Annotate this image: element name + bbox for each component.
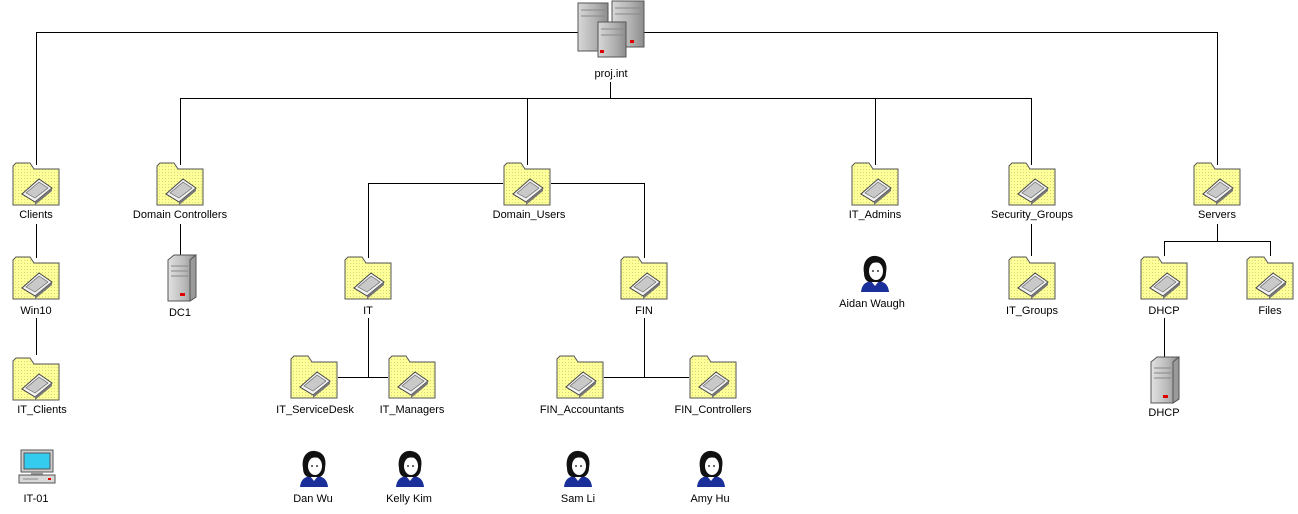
it-groups-ou-label: IT_Groups	[1006, 305, 1058, 317]
security-groups-ou-label: Security_Groups	[991, 209, 1073, 221]
fin-controllers-ou-folder-icon	[689, 353, 737, 404]
sam-li-user-label: Sam Li	[560, 493, 596, 505]
security-groups-ou-folder-icon	[1008, 160, 1056, 211]
it-managers-ou-folder-icon	[388, 353, 436, 404]
amy-hu-user-label: Amy Hu	[690, 493, 730, 505]
it-ou-folder-icon	[344, 254, 392, 305]
files-ou-folder-icon	[1246, 254, 1294, 305]
it-servicedesk-ou-label: IT_ServiceDesk	[276, 404, 354, 416]
it-ou-label: IT	[363, 305, 373, 317]
fin-ou-label: FIN	[635, 305, 653, 317]
it01-computer-label: IT-01	[23, 493, 49, 505]
dan-wu-user-label: Dan Wu	[293, 493, 333, 505]
dc1-server-icon	[162, 253, 200, 307]
dhcp-ou-label: DHCP	[1148, 305, 1180, 317]
it-admins-ou-folder-icon	[851, 160, 899, 211]
kelly-kim-user-label: Kelly Kim	[386, 493, 432, 505]
it-clients-ou-folder-icon	[12, 355, 60, 406]
domain-controllers-ou-folder-icon	[156, 160, 204, 211]
servers-ou-label: Servers	[1198, 209, 1236, 221]
fin-controllers-ou-label: FIN_Controllers	[674, 404, 752, 416]
win10-ou-label: Win10	[20, 305, 52, 317]
it-servicedesk-ou-folder-icon	[290, 353, 338, 404]
dhcp-server-label: DHCP	[1148, 407, 1180, 419]
fin-ou-folder-icon	[620, 254, 668, 305]
dc1-server-label: DC1	[168, 307, 192, 319]
it-managers-ou-label: IT_Managers	[379, 404, 445, 416]
it-admins-ou-label: IT_Admins	[848, 209, 902, 221]
domain-controllers-ou-label: Domain Controllers	[132, 209, 228, 221]
dhcp-server-icon	[1145, 355, 1183, 409]
root-domain-label: proj.int	[594, 68, 628, 80]
dan-wu-user-icon	[296, 448, 332, 493]
aidan-waugh-user-label: Aidan Waugh	[839, 298, 905, 310]
domain-users-ou-folder-icon	[503, 160, 551, 211]
aidan-waugh-user-icon	[857, 253, 893, 298]
it-clients-ou-label: IT_Clients	[17, 404, 67, 416]
win10-ou-folder-icon	[12, 254, 60, 305]
dhcp-ou-folder-icon	[1140, 254, 1188, 305]
root-domain-servers-icon	[574, 0, 648, 58]
amy-hu-user-icon	[693, 448, 729, 493]
kelly-kim-user-icon	[392, 448, 428, 493]
fin-accountants-ou-folder-icon	[556, 353, 604, 404]
fin-accountants-ou-label: FIN_Accountants	[539, 404, 625, 416]
files-ou-label: Files	[1258, 305, 1282, 317]
workstation-computer-icon	[18, 449, 56, 490]
clients-ou-label: Clients	[19, 209, 53, 221]
clients-ou-folder-icon	[12, 160, 60, 211]
domain-users-ou-label: Domain_Users	[492, 209, 566, 221]
servers-ou-folder-icon	[1193, 160, 1241, 211]
it-groups-ou-folder-icon	[1008, 254, 1056, 305]
sam-li-user-icon	[560, 448, 596, 493]
